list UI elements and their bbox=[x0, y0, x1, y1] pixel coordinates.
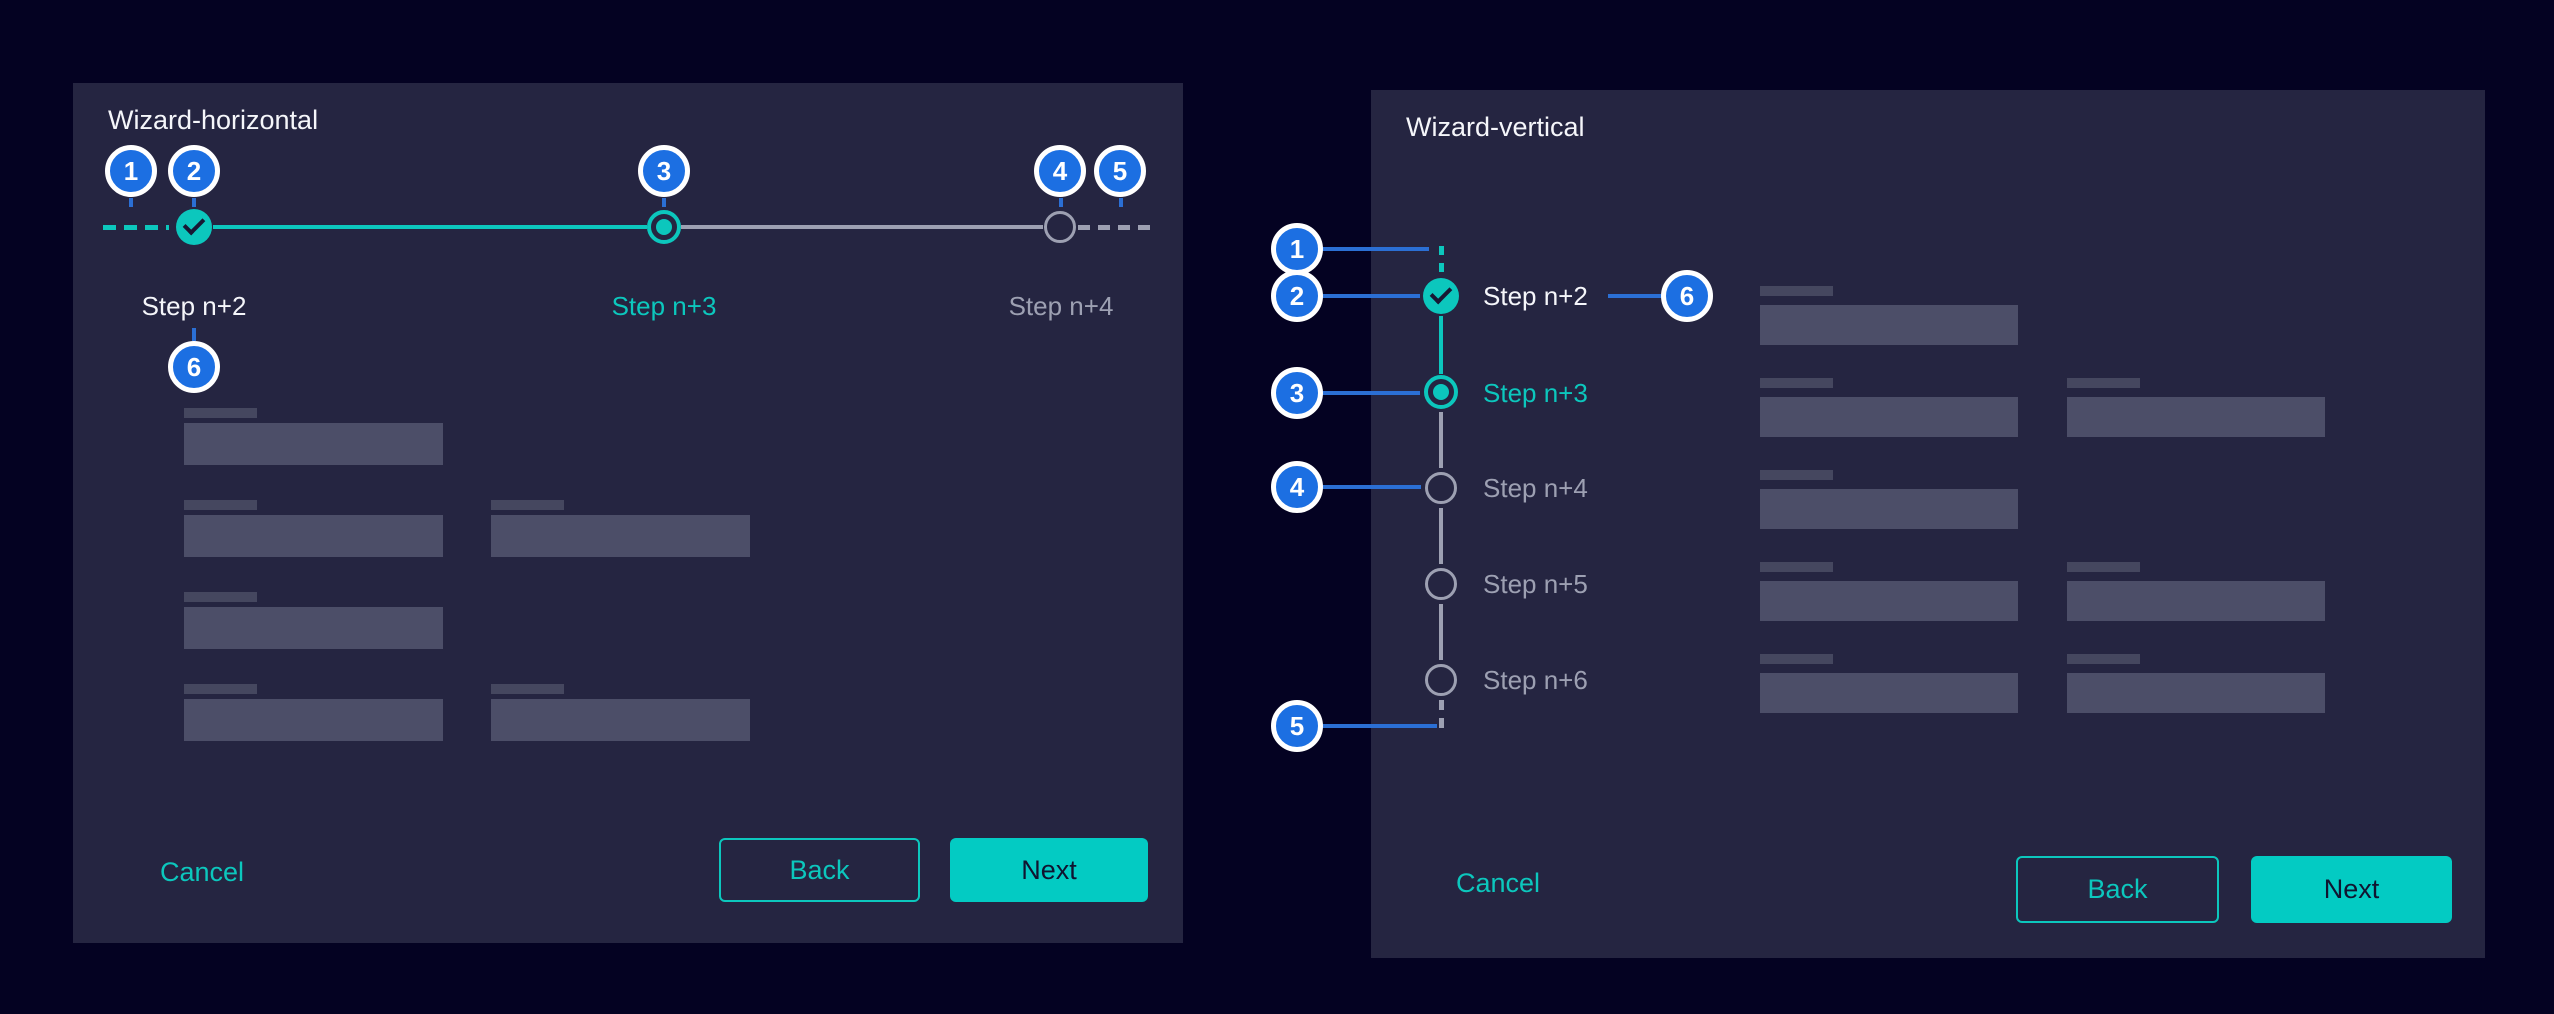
annotation-connector bbox=[662, 198, 666, 207]
annotation-badge-4: 4 bbox=[1034, 145, 1086, 197]
step-label-upcoming[interactable]: Step n+4 bbox=[1008, 291, 1114, 321]
rail-upcoming-segment bbox=[1439, 604, 1443, 660]
annotation-connector bbox=[192, 198, 196, 207]
input-field-placeholder bbox=[491, 515, 750, 557]
annotation-badge-1: 1 bbox=[1271, 223, 1323, 275]
annotation-connector bbox=[1119, 198, 1123, 207]
input-field-placeholder bbox=[2067, 673, 2325, 713]
annotation-badge-6: 6 bbox=[1661, 270, 1713, 322]
step-label-upcoming[interactable]: Step n+5 bbox=[1483, 569, 1588, 599]
track-previous-dashed-segment bbox=[103, 225, 169, 230]
input-field-placeholder bbox=[1760, 489, 2018, 529]
field-label-placeholder bbox=[1760, 470, 1833, 480]
step-label-upcoming[interactable]: Step n+4 bbox=[1483, 473, 1588, 503]
field-label-placeholder bbox=[1760, 654, 1833, 664]
input-field-placeholder bbox=[184, 607, 443, 649]
annotation-badge-3: 3 bbox=[638, 145, 690, 197]
annotation-badge-4: 4 bbox=[1271, 461, 1323, 513]
step-upcoming-indicator[interactable] bbox=[1425, 664, 1457, 696]
annotation-badge-2: 2 bbox=[1271, 270, 1323, 322]
wizard-horizontal-panel: Wizard-horizontal 1 2 3 4 5 Step n+2 Ste… bbox=[73, 83, 1183, 943]
input-field-placeholder bbox=[184, 515, 443, 557]
next-button[interactable]: Next bbox=[950, 838, 1148, 902]
annotation-connector bbox=[1322, 294, 1420, 298]
step-current-indicator[interactable] bbox=[647, 210, 681, 244]
annotation-connector bbox=[129, 198, 133, 207]
back-button[interactable]: Back bbox=[719, 838, 920, 902]
input-field-placeholder bbox=[184, 699, 443, 741]
cancel-button[interactable]: Cancel bbox=[160, 857, 245, 887]
step-label-upcoming[interactable]: Step n+6 bbox=[1483, 665, 1588, 695]
annotation-badge-3: 3 bbox=[1271, 367, 1323, 419]
step-upcoming-indicator[interactable] bbox=[1044, 211, 1076, 243]
track-completed-segment bbox=[213, 225, 647, 229]
step-completed-check-icon[interactable] bbox=[1423, 278, 1459, 314]
annotation-badge-5: 5 bbox=[1271, 700, 1323, 752]
field-label-placeholder bbox=[2067, 654, 2140, 664]
track-upcoming-segment bbox=[681, 225, 1043, 229]
field-label-placeholder bbox=[184, 684, 257, 694]
step-label-current[interactable]: Step n+3 bbox=[611, 291, 717, 321]
annotation-badge-6: 6 bbox=[168, 341, 220, 393]
step-label-current[interactable]: Step n+3 bbox=[1483, 378, 1588, 408]
input-field-placeholder bbox=[1760, 581, 2018, 621]
rail-completed-segment bbox=[1439, 316, 1443, 374]
rail-upcoming-segment bbox=[1439, 508, 1443, 564]
step-upcoming-indicator[interactable] bbox=[1425, 568, 1457, 600]
track-next-dashed-segment bbox=[1078, 225, 1152, 230]
input-field-placeholder bbox=[1760, 673, 2018, 713]
field-label-placeholder bbox=[184, 408, 257, 418]
rail-next-dashed-segment bbox=[1439, 700, 1444, 730]
annotation-badge-2: 2 bbox=[168, 145, 220, 197]
step-label-completed[interactable]: Step n+2 bbox=[1483, 281, 1588, 311]
annotation-connector bbox=[1321, 485, 1421, 489]
input-field-placeholder bbox=[1760, 305, 2018, 345]
field-label-placeholder bbox=[2067, 378, 2140, 388]
step-label-completed[interactable]: Step n+2 bbox=[141, 291, 247, 321]
annotation-connector bbox=[1321, 391, 1420, 395]
panel-title: Wizard-horizontal bbox=[108, 105, 319, 135]
field-label-placeholder bbox=[491, 500, 564, 510]
annotation-connector bbox=[1059, 198, 1063, 207]
input-field-placeholder bbox=[2067, 397, 2325, 437]
rail-previous-dashed-segment bbox=[1439, 246, 1444, 274]
field-label-placeholder bbox=[2067, 562, 2140, 572]
input-field-placeholder bbox=[491, 699, 750, 741]
input-field-placeholder bbox=[1760, 397, 2018, 437]
next-button[interactable]: Next bbox=[2251, 856, 2452, 923]
input-field-placeholder bbox=[184, 423, 443, 465]
field-label-placeholder bbox=[491, 684, 564, 694]
field-label-placeholder bbox=[1760, 562, 1833, 572]
annotation-connector bbox=[192, 328, 196, 341]
cancel-button[interactable]: Cancel bbox=[1456, 868, 1541, 898]
field-label-placeholder bbox=[184, 592, 257, 602]
annotation-badge-5: 5 bbox=[1094, 145, 1146, 197]
field-label-placeholder bbox=[1760, 286, 1833, 296]
annotation-connector bbox=[1320, 247, 1429, 251]
step-current-indicator[interactable] bbox=[1424, 375, 1458, 409]
wizard-vertical-panel: Wizard-vertical 1 2 3 4 5 Step n+2 Step … bbox=[1271, 90, 2485, 958]
step-completed-check-icon[interactable] bbox=[176, 209, 212, 245]
annotation-connector bbox=[1608, 294, 1663, 298]
panel-title: Wizard-vertical bbox=[1406, 112, 1585, 142]
annotation-connector bbox=[1321, 724, 1437, 728]
annotation-badge-1: 1 bbox=[105, 145, 157, 197]
back-button[interactable]: Back bbox=[2016, 856, 2219, 923]
rail-upcoming-segment bbox=[1439, 412, 1443, 468]
input-field-placeholder bbox=[2067, 581, 2325, 621]
field-label-placeholder bbox=[1760, 378, 1833, 388]
field-label-placeholder bbox=[184, 500, 257, 510]
step-upcoming-indicator[interactable] bbox=[1425, 472, 1457, 504]
